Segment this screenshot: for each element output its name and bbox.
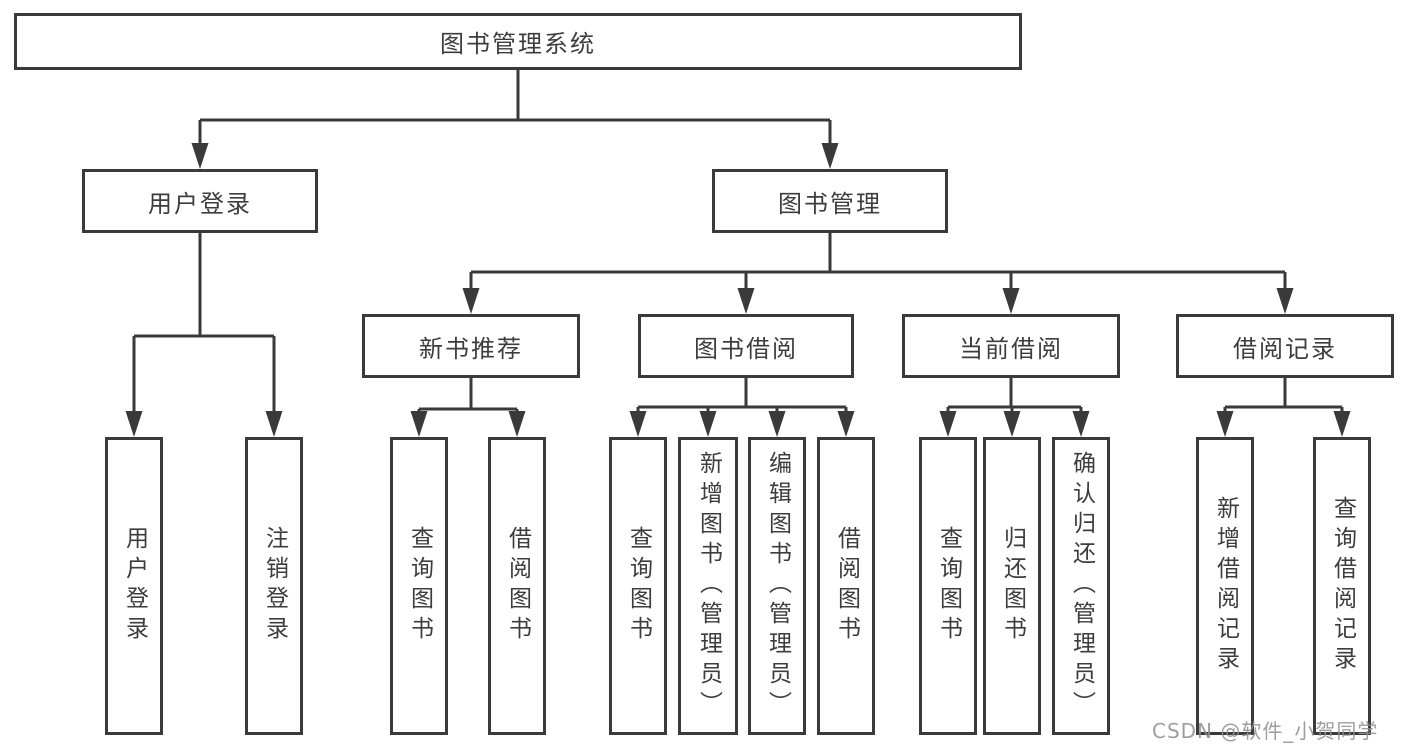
node-label: 图书借阅 xyxy=(694,334,798,363)
node-label: 查询图书 xyxy=(935,526,962,646)
node-book-management: 图书管理 xyxy=(712,169,948,233)
node-book-borrowing: 图书借阅 xyxy=(638,314,854,378)
node-label: 查询借阅记录 xyxy=(1329,496,1356,676)
node-borrow-books-action: 借阅图书 xyxy=(817,437,875,735)
node-label: 用户登录 xyxy=(121,526,148,646)
node-borrow-books-recommend: 借阅图书 xyxy=(488,437,546,735)
node-query-borrow-record: 查询借阅记录 xyxy=(1313,437,1371,735)
node-user-login-action: 用户登录 xyxy=(105,437,163,735)
node-user-login: 用户登录 xyxy=(82,169,318,233)
node-label: 注销登录 xyxy=(261,526,288,646)
node-label: 当前借阅 xyxy=(959,334,1063,363)
node-label: 查询图书 xyxy=(625,526,652,646)
node-query-books-recommend: 查询图书 xyxy=(390,437,448,735)
node-label: 借阅记录 xyxy=(1233,334,1337,363)
node-label: 用户登录 xyxy=(148,189,252,218)
node-current-borrowing: 当前借阅 xyxy=(902,314,1120,378)
node-query-books-borrow: 查询图书 xyxy=(609,437,667,735)
node-add-borrow-record: 新增借阅记录 xyxy=(1196,437,1254,735)
node-logout-action: 注销登录 xyxy=(245,437,303,735)
node-label: 新增图书（管理员） xyxy=(695,451,722,721)
node-label: 查询图书 xyxy=(406,526,433,646)
node-label: 新书推荐 xyxy=(419,334,523,363)
node-library-system: 图书管理系统 xyxy=(14,13,1022,70)
node-add-book-admin: 新增图书（管理员） xyxy=(678,437,738,735)
node-label: 图书管理 xyxy=(778,189,882,218)
node-return-book: 归还图书 xyxy=(983,437,1041,735)
node-label: 图书管理系统 xyxy=(440,30,596,58)
node-confirm-return-admin: 确认归还（管理员） xyxy=(1052,437,1110,735)
node-edit-book-admin: 编辑图书（管理员） xyxy=(748,437,806,735)
csdn-watermark: CSDN @软件_小贺同学 xyxy=(1152,719,1379,743)
node-borrowing-records: 借阅记录 xyxy=(1176,314,1394,378)
node-label: 新增借阅记录 xyxy=(1212,496,1239,676)
node-label: 确认归还（管理员） xyxy=(1068,451,1095,721)
node-label: 借阅图书 xyxy=(504,526,531,646)
node-label: 借阅图书 xyxy=(833,526,860,646)
arrowheads xyxy=(125,143,1351,437)
node-new-book-recommend: 新书推荐 xyxy=(362,314,580,378)
node-label: 归还图书 xyxy=(999,526,1026,646)
node-query-books-current: 查询图书 xyxy=(919,437,977,735)
node-label: 编辑图书（管理员） xyxy=(764,451,791,721)
